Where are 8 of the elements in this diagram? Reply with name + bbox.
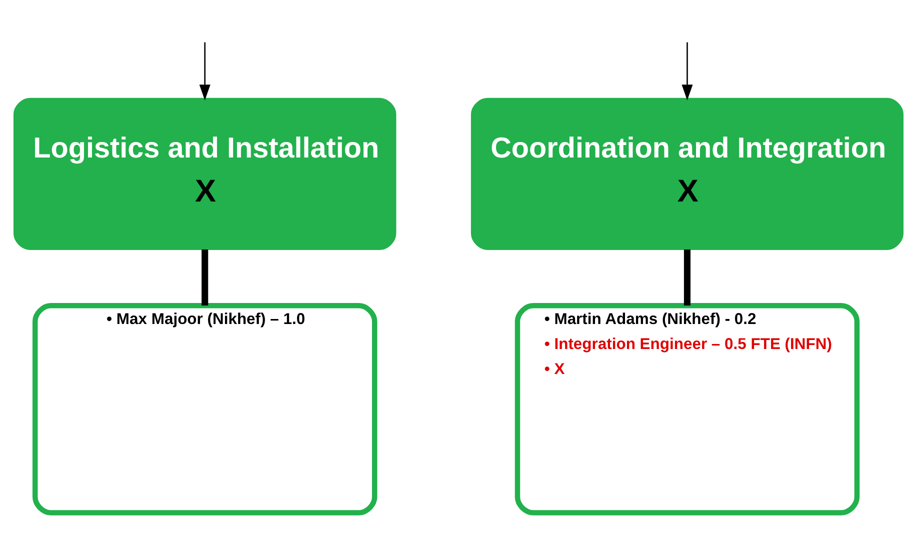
node-box: • Max Majoor (Nikhef) – 1.0 xyxy=(32,303,378,516)
node-box: Logistics and Installation X xyxy=(14,98,396,250)
connector xyxy=(202,249,208,306)
node-box: Coordination and Integration X xyxy=(470,98,904,250)
node-box: • Martin Adams (Nikhef) - 0.2 • Integration Engineer – 0.5 FTE (INFN) • X xyxy=(514,303,860,516)
arrow xyxy=(199,42,210,100)
arrow xyxy=(682,42,693,100)
connector xyxy=(684,249,690,306)
